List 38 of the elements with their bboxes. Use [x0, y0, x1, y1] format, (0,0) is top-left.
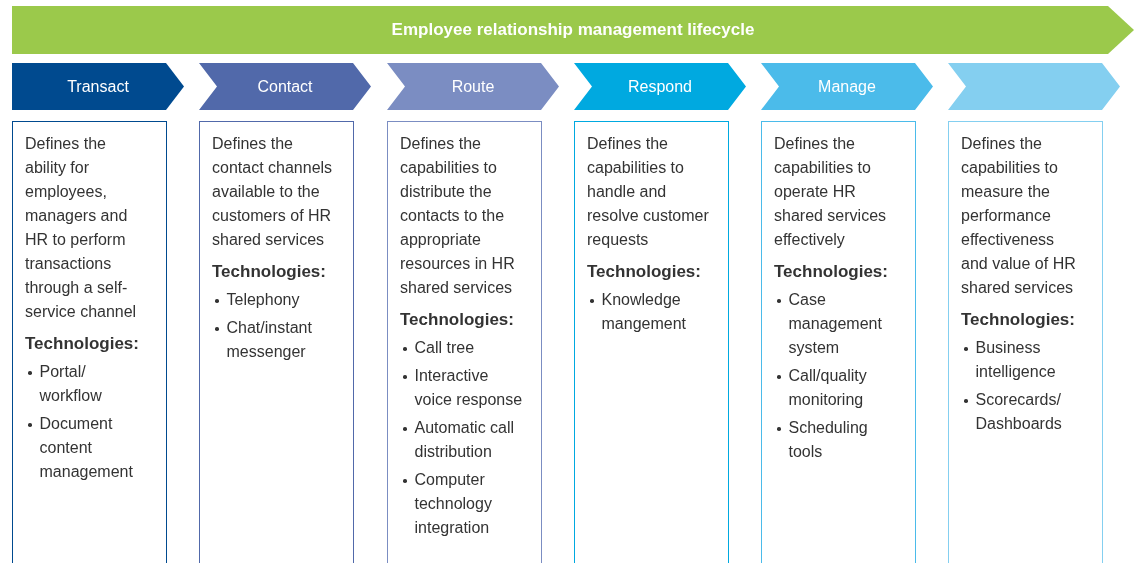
lifecycle-title: Employee relationship management lifecycle [391, 20, 755, 40]
stage-label: Route [451, 77, 495, 96]
list-item: Chat/instant messenger [226, 318, 313, 362]
list-item: Interactive voice response [414, 366, 523, 410]
description-text: Defines the capabilities to distribute the contacts to the appropriate resources in HR shared services [400, 134, 516, 298]
list-item: Document content management [39, 414, 134, 482]
stage-card [12, 121, 167, 563]
list-item: Call/quality monitoring [788, 366, 868, 410]
section-heading: Technologies: [961, 309, 1076, 331]
list-item: Portal/ workflow [39, 362, 103, 406]
stage-label: Transact [67, 77, 129, 96]
stage-card [574, 121, 729, 563]
section-heading: Technologies: [587, 261, 702, 283]
description-text: Defines the capabilities to measure the performance effectiveness and value of HR shared services [961, 134, 1077, 298]
stage-card [387, 121, 542, 563]
list-item: Scorecards/ Dashboards [975, 390, 1063, 434]
list-item: Scheduling tools [788, 418, 869, 462]
section-heading: Technologies: [774, 261, 889, 283]
section-heading: Technologies: [400, 309, 515, 331]
stage-card [761, 121, 916, 563]
stage-label: Contact [257, 77, 313, 96]
list-item: Call tree [414, 338, 475, 358]
description-text: Defines the ability for employees, managers and HR to perform transactions through a self-service channel [25, 134, 138, 322]
description-text: Defines the contact channels available to the customers of HR shared services [212, 134, 334, 250]
description-text: Defines the capabilities to operate HR shared services effectively [774, 134, 888, 250]
description-text: Defines the capabilities to handle and resolve customer requests [587, 134, 710, 250]
stage-label: Respond [627, 77, 692, 96]
list-item: Case management system [788, 290, 883, 358]
stage-card [199, 121, 354, 563]
list-item: Business intelligence [975, 338, 1057, 382]
list-item: Knowledge mangement [601, 290, 687, 334]
list-item: Computer technology integration [414, 470, 493, 538]
section-heading: Technologies: [25, 333, 140, 355]
list-item: Telephony [226, 290, 300, 310]
stage-card [948, 121, 1103, 563]
section-heading: Technologies: [212, 261, 327, 283]
stage-label: Manage [818, 77, 876, 96]
list-item: Automatic call distribution [414, 418, 516, 462]
